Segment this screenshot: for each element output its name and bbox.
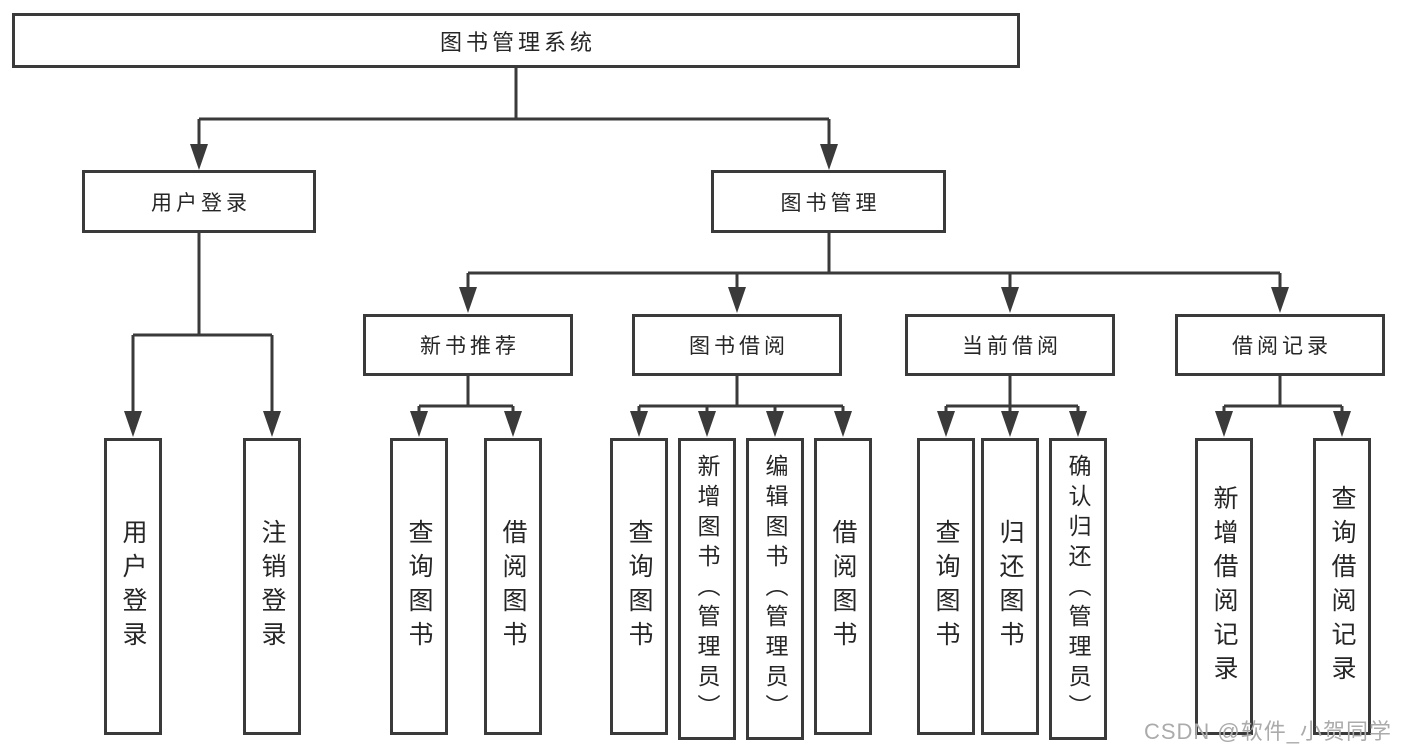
arrow-down-icon	[834, 411, 852, 437]
leaf-user-login-label: 用户登录	[119, 518, 147, 655]
leaf-borrow-books-1: 借阅图书	[484, 438, 542, 735]
leaf-add-borrow-record-label: 新增借阅记录	[1210, 484, 1238, 689]
arrow-down-icon	[630, 411, 648, 437]
node-book-borrow: 图书借阅	[632, 314, 842, 376]
leaf-logout: 注销登录	[243, 438, 301, 735]
node-current-borrow-label: 当前借阅	[962, 335, 1062, 358]
leaf-query-books-1-label: 查询图书	[405, 518, 433, 655]
arrow-down-icon	[190, 144, 208, 170]
arrow-down-icon	[410, 411, 428, 437]
node-root: 图书管理系统	[12, 13, 1020, 68]
arrow-down-icon	[504, 411, 522, 437]
node-user-login-label: 用户登录	[151, 191, 251, 215]
arrow-down-icon	[459, 287, 477, 313]
connector-borrow-records-to-leaves	[1222, 376, 1344, 417]
leaf-query-borrow-record-label: 查询借阅记录	[1328, 484, 1356, 689]
leaf-query-books-1: 查询图书	[390, 438, 448, 735]
connector-current-borrow-to-leaves	[944, 376, 1080, 417]
leaf-edit-books-admin: 编辑图书（管理员）	[746, 438, 804, 740]
leaf-borrow-books-2-label: 借阅图书	[829, 518, 857, 655]
arrow-down-icon	[1001, 411, 1019, 437]
arrow-down-icon	[820, 144, 838, 170]
node-new-book-rec-label: 新书推荐	[420, 335, 520, 358]
connector-user-login-to-leaves	[131, 233, 274, 417]
node-book-mgmt: 图书管理	[711, 170, 946, 233]
node-user-login: 用户登录	[82, 170, 316, 233]
connector-book-mgmt-to-level3	[466, 233, 1282, 292]
arrow-down-icon	[1215, 411, 1233, 437]
leaf-confirm-return-admin-label: 确认归还（管理员）	[1065, 454, 1091, 724]
arrow-down-icon	[728, 287, 746, 313]
leaf-confirm-return-admin: 确认归还（管理员）	[1049, 438, 1107, 740]
arrow-down-icon	[937, 411, 955, 437]
arrow-down-icon	[1001, 287, 1019, 313]
leaf-query-books-2: 查询图书	[610, 438, 668, 735]
arrow-down-icon	[1069, 411, 1087, 437]
leaf-query-books-2-label: 查询图书	[625, 518, 653, 655]
leaf-add-books-admin: 新增图书（管理员）	[678, 438, 736, 740]
arrow-down-icon	[124, 411, 142, 437]
leaf-return-books: 归还图书	[981, 438, 1039, 735]
leaf-add-borrow-record: 新增借阅记录	[1195, 438, 1253, 735]
arrow-down-icon	[1271, 287, 1289, 313]
arrow-down-icon	[263, 411, 281, 437]
leaf-query-borrow-record: 查询借阅记录	[1313, 438, 1371, 735]
leaf-borrow-books-1-label: 借阅图书	[499, 518, 527, 655]
leaf-query-books-3-label: 查询图书	[932, 518, 960, 655]
leaf-borrow-books-2: 借阅图书	[814, 438, 872, 735]
connector-book-borrow-to-leaves	[637, 376, 845, 417]
node-borrow-records-label: 借阅记录	[1232, 335, 1332, 358]
watermark: CSDN @软件_小贺同学	[1143, 719, 1392, 744]
arrow-down-icon	[698, 411, 716, 437]
node-current-borrow: 当前借阅	[905, 314, 1115, 376]
leaf-edit-books-admin-label: 编辑图书（管理员）	[762, 454, 788, 724]
leaf-user-login: 用户登录	[104, 438, 162, 735]
node-root-label: 图书管理系统	[439, 29, 596, 55]
leaf-query-books-3: 查询图书	[917, 438, 975, 735]
node-borrow-records: 借阅记录	[1175, 314, 1385, 376]
connector-root-to-level2	[197, 68, 831, 150]
arrow-down-icon	[766, 411, 784, 437]
node-book-mgmt-label: 图书管理	[780, 191, 881, 215]
node-book-borrow-label: 图书借阅	[689, 335, 789, 358]
node-new-book-rec: 新书推荐	[363, 314, 573, 376]
leaf-logout-label: 注销登录	[258, 518, 286, 655]
arrowheads	[124, 144, 1351, 437]
connector-new-book-to-leaves	[417, 376, 515, 417]
leaf-return-books-label: 归还图书	[996, 518, 1024, 655]
leaf-add-books-admin-label: 新增图书（管理员）	[694, 454, 720, 724]
arrow-down-icon	[1333, 411, 1351, 437]
